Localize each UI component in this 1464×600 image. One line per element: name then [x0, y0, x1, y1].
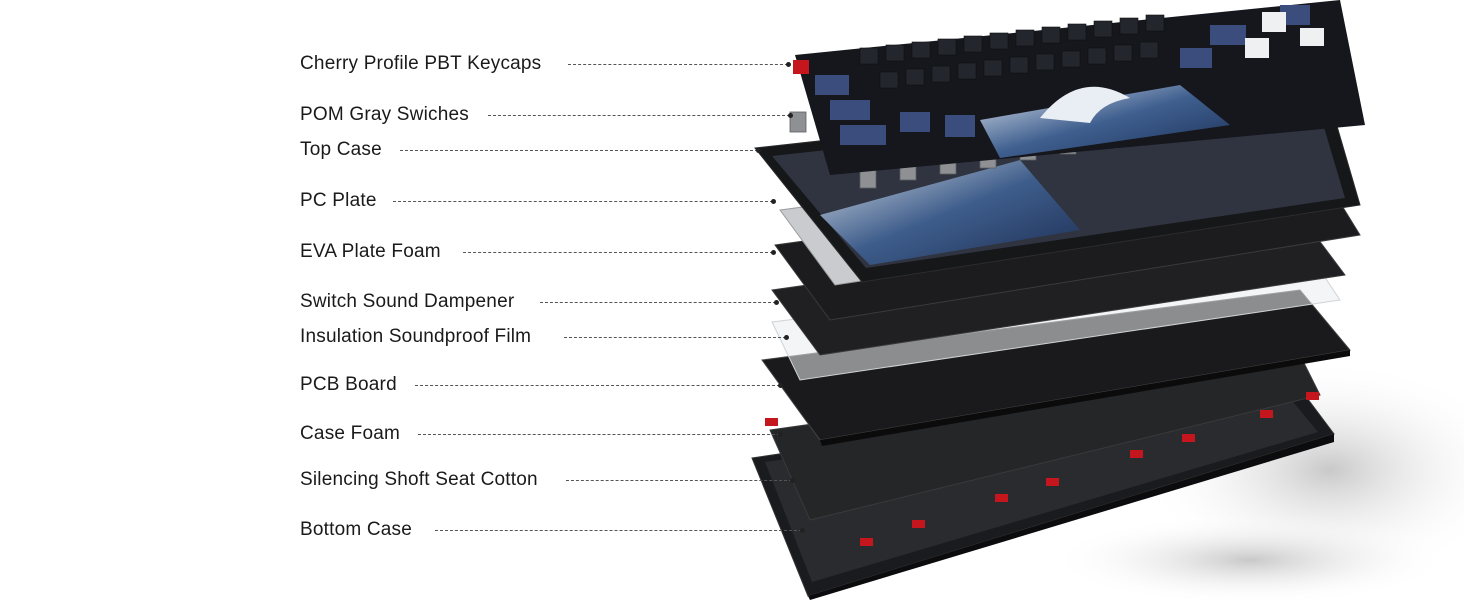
label-seat-cotton: Silencing Shoft Seat Cotton: [300, 469, 538, 490]
foam-red-tab: [1260, 410, 1273, 418]
drop-shadow-lower: [1050, 515, 1450, 600]
label-case-foam: Case Foam: [300, 423, 401, 444]
foam-red-tab: [765, 418, 778, 426]
leader-line-bottom-case: [435, 530, 802, 531]
label-eva-foam: EVA Plate Foam: [300, 241, 441, 262]
leader-line-switches: [488, 115, 790, 116]
leader-endpoint-top-case: [756, 148, 761, 153]
label-insulation-film: Insulation Soundproof Film: [300, 326, 532, 347]
leader-endpoint-pc-plate: [771, 199, 776, 204]
label-top-case: Top Case: [300, 139, 382, 160]
leader-line-insulation-film: [564, 337, 786, 338]
leader-endpoint-bottom-case: [800, 528, 805, 533]
wave-artwork: [820, 160, 1080, 265]
leader-endpoint-seat-cotton: [790, 478, 795, 483]
label-bottom-case: Bottom Case: [300, 519, 413, 540]
foam-red-tab: [1306, 392, 1319, 400]
leader-line-pcb: [415, 385, 780, 386]
leader-line-top-case: [400, 150, 758, 151]
leader-line-seat-cotton: [566, 480, 792, 481]
leader-endpoint-switch-dampener: [774, 300, 779, 305]
foam-red-tab: [860, 538, 873, 546]
leader-line-switch-dampener: [540, 302, 776, 303]
label-switches: POM Gray Swiches: [300, 104, 469, 125]
leader-endpoint-switches: [788, 113, 793, 118]
keycaps-layer: [793, 0, 1365, 175]
leader-endpoint-case-foam: [778, 432, 783, 437]
leader-line-case-foam: [418, 434, 780, 435]
leader-line-pc-plate: [393, 201, 773, 202]
red-escape-key: [793, 60, 809, 74]
bottom-case-layer: [751, 377, 1335, 600]
leader-line-eva-foam: [463, 252, 773, 253]
label-keycaps: Cherry Profile PBT Keycaps: [300, 53, 542, 74]
leader-endpoint-eva-foam: [771, 250, 776, 255]
label-switch-dampener: Switch Sound Dampener: [300, 291, 515, 312]
foam-red-tab: [1046, 478, 1059, 486]
label-pc-plate: PC Plate: [300, 190, 377, 211]
label-pcb: PCB Board: [300, 374, 397, 395]
foam-red-tab: [1130, 450, 1143, 458]
leader-endpoint-keycaps: [786, 62, 791, 67]
foam-red-tab: [995, 494, 1008, 502]
foam-red-tab: [1182, 434, 1195, 442]
leader-line-keycaps: [568, 64, 788, 65]
leader-endpoint-pcb: [778, 383, 783, 388]
foam-red-tab: [912, 520, 925, 528]
leader-endpoint-insulation-film: [784, 335, 789, 340]
